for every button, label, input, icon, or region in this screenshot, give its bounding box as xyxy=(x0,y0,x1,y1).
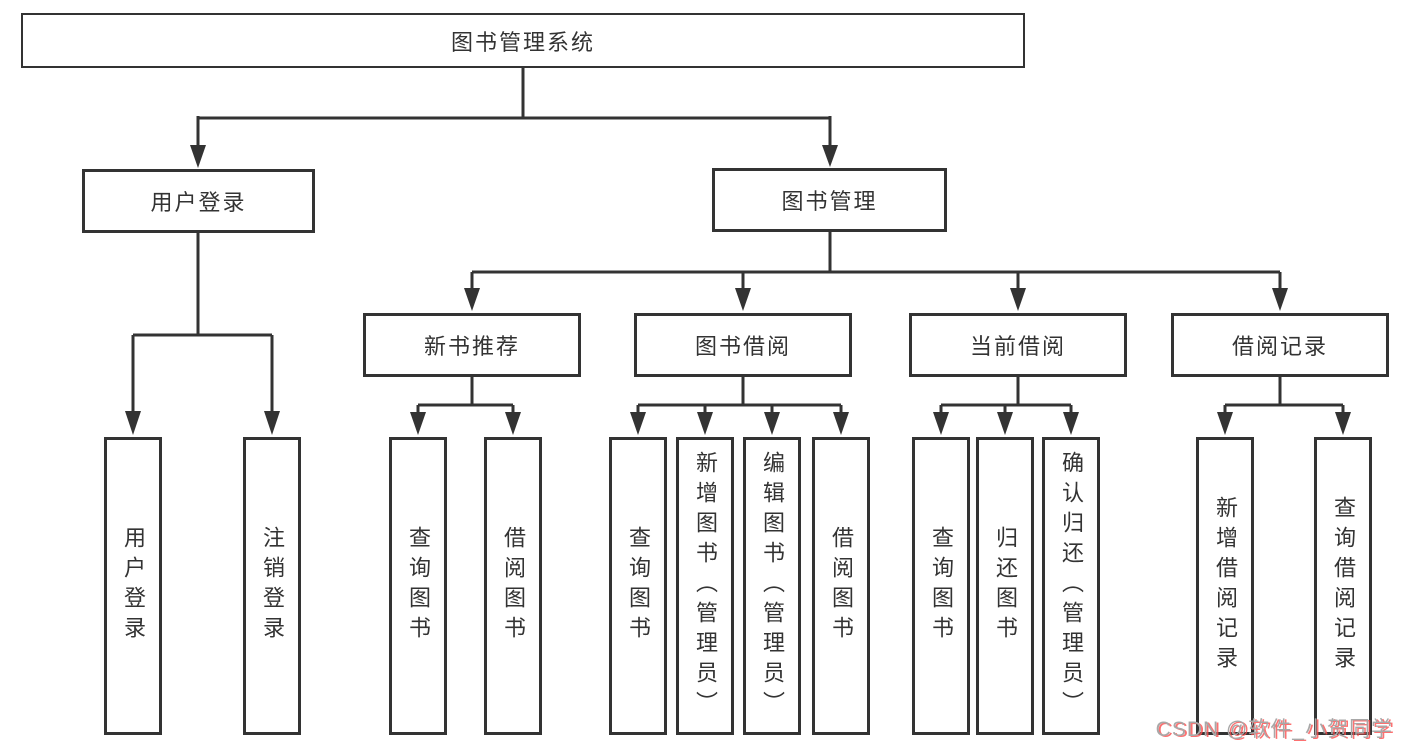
leaf-records-add-record: 新增借阅记录 xyxy=(1196,437,1254,735)
node-current-borrow: 当前借阅 xyxy=(909,313,1127,377)
arrowhead xyxy=(1272,288,1288,311)
leaf-newbook-query-books: 查询图书 xyxy=(389,437,447,735)
leaf-current-query-books: 查询图书 xyxy=(912,437,970,735)
leaf-records-query-record: 查询借阅记录 xyxy=(1314,437,1372,735)
arrowhead xyxy=(833,412,849,435)
leaf-borrow-edit-books-admin: 编辑图书（管理员） xyxy=(743,437,801,735)
arrowhead xyxy=(764,412,780,435)
arrowhead xyxy=(125,411,141,435)
arrowhead xyxy=(997,412,1013,435)
arrowhead xyxy=(1335,412,1351,435)
arrowhead xyxy=(1063,412,1079,435)
leaf-newbook-borrow-books: 借阅图书 xyxy=(484,437,542,735)
connector-bookborrow-to-leaves xyxy=(636,377,843,414)
leaf-user-login: 用户登录 xyxy=(104,437,162,735)
node-borrow-records: 借阅记录 xyxy=(1171,313,1389,377)
arrowhead xyxy=(464,288,480,311)
connector-bookmgmt-to-level3 xyxy=(470,232,1282,290)
arrowhead xyxy=(822,145,838,167)
arrowhead xyxy=(630,412,646,435)
leaf-borrow-add-books-admin: 新增图书（管理员） xyxy=(676,437,734,735)
leaf-current-return-books: 归还图书 xyxy=(976,437,1034,735)
connector-currentborrow-to-leaves xyxy=(939,377,1073,414)
arrowhead xyxy=(1217,412,1233,435)
node-root-system: 图书管理系统 xyxy=(21,13,1025,68)
node-new-book-recommend: 新书推荐 xyxy=(363,313,581,377)
arrowhead xyxy=(735,288,751,311)
connector-root-to-level2 xyxy=(196,68,832,148)
leaf-logout: 注销登录 xyxy=(243,437,301,735)
leaf-current-confirm-return-admin: 确认归还（管理员） xyxy=(1042,437,1100,735)
node-book-management: 图书管理 xyxy=(712,168,947,232)
node-book-borrow: 图书借阅 xyxy=(634,313,852,377)
leaf-borrow-borrow-books: 借阅图书 xyxy=(812,437,870,735)
connector-records-to-leaves xyxy=(1223,377,1345,414)
arrowhead xyxy=(410,412,426,435)
node-user-login: 用户登录 xyxy=(82,169,315,233)
leaf-borrow-query-books: 查询图书 xyxy=(609,437,667,735)
arrowhead xyxy=(933,412,949,435)
arrowhead xyxy=(697,412,713,435)
arrowhead xyxy=(1010,288,1026,311)
arrowhead xyxy=(190,145,206,168)
arrowhead xyxy=(264,411,280,435)
connector-newbook-to-leaves xyxy=(416,377,515,414)
connector-userlogin-to-leaves xyxy=(131,233,274,414)
arrowhead xyxy=(505,412,521,435)
